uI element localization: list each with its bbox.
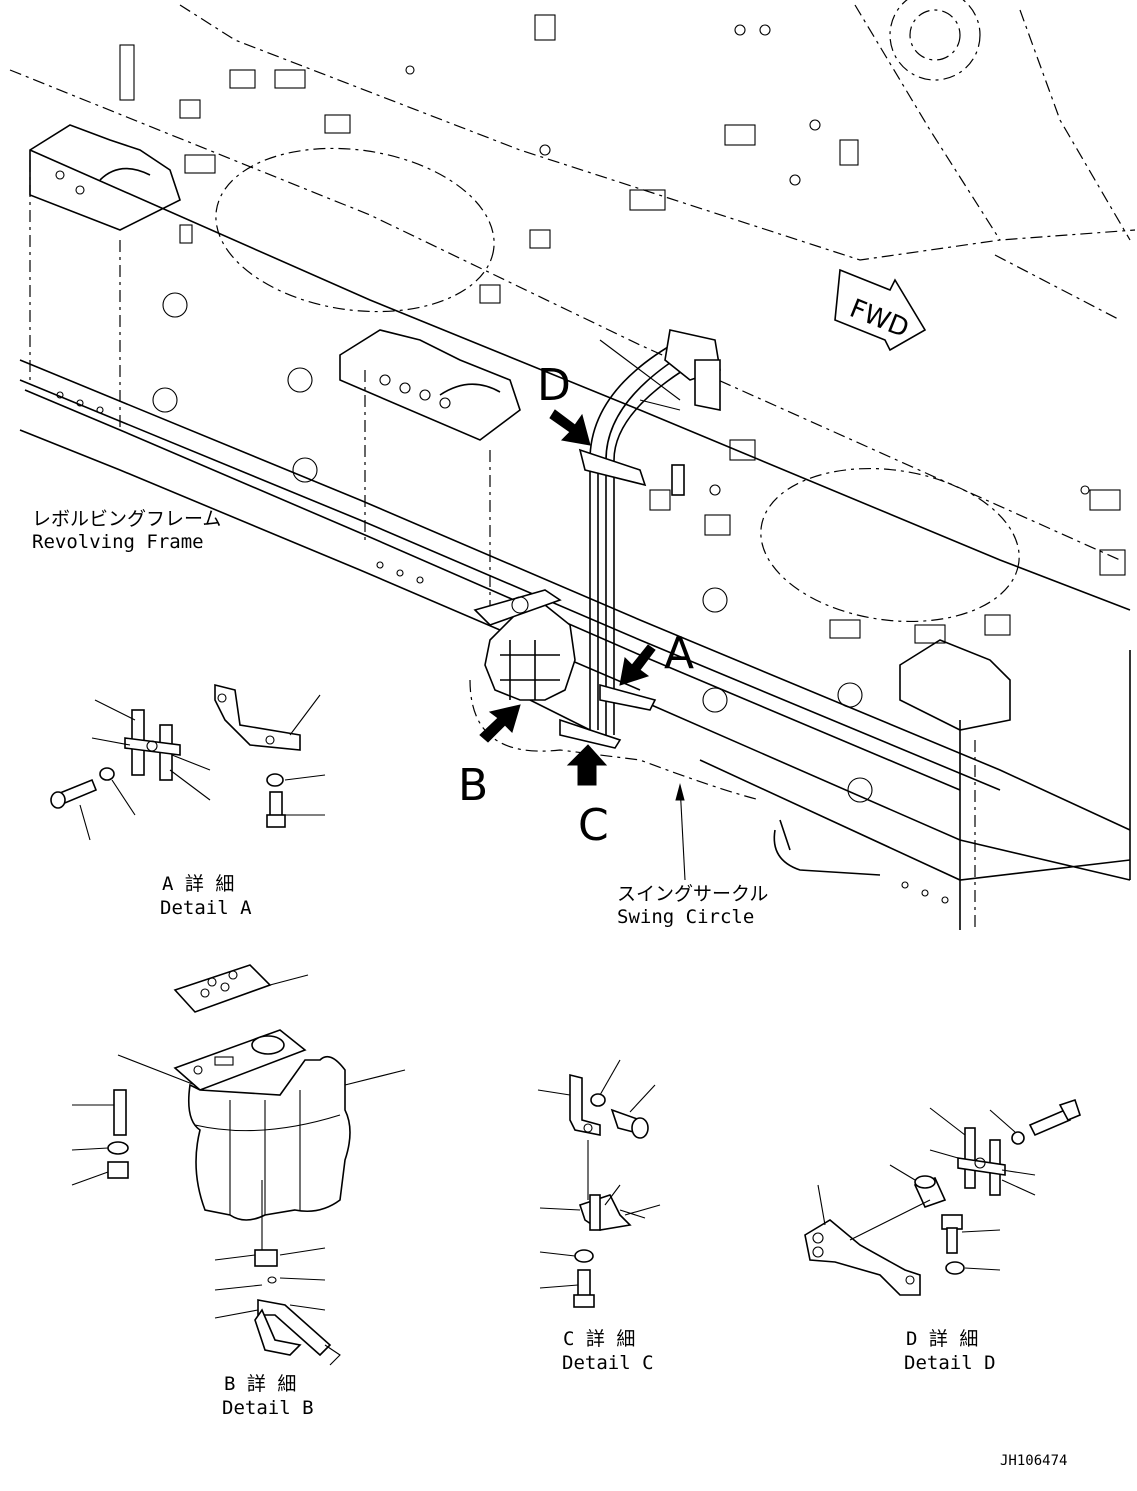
callout-b: B — [458, 704, 521, 811]
grease-hose-assembly — [529, 329, 721, 749]
lubricator-pinion — [473, 589, 576, 701]
callout-b-label: B — [458, 760, 488, 811]
callout-a: A — [619, 628, 694, 686]
detail-b-jp: B 詳 細 — [224, 1373, 296, 1395]
detail-c: C 詳 細 Detail C — [537, 1059, 661, 1374]
detail-d-jp: D 詳 細 — [906, 1328, 978, 1350]
detail-c-jp: C 詳 細 — [563, 1328, 635, 1350]
detail-d-en: Detail D — [904, 1352, 996, 1374]
drawing-number: JH106474 — [1000, 1453, 1067, 1469]
callout-c: C — [566, 744, 609, 851]
swing-circle-jp: スイングサークル — [617, 883, 768, 905]
swing-circle-en: Swing Circle — [617, 906, 754, 928]
callout-d: D — [537, 360, 591, 446]
frame-holes — [55, 170, 949, 904]
detail-c-en: Detail C — [562, 1352, 654, 1374]
callout-c-label: C — [578, 800, 609, 851]
revolving-frame-label: レボルビングフレーム Revolving Frame — [32, 508, 221, 553]
callout-a-label: A — [664, 628, 694, 679]
detail-b-en: Detail B — [222, 1397, 314, 1419]
swing-circle-label: スイングサークル Swing Circle — [617, 783, 768, 928]
detail-a-jp: A 詳 細 — [162, 873, 234, 895]
detail-a: A 詳 細 Detail A — [50, 683, 326, 919]
fwd-arrow-icon: FWD — [834, 268, 927, 352]
bolt-pads — [119, 14, 1126, 644]
revolving-frame-jp: レボルビングフレーム — [32, 508, 221, 530]
revolving-frame-en: Revolving Frame — [32, 531, 204, 553]
detail-a-en: Detail A — [160, 897, 252, 919]
callout-d-label: D — [537, 360, 571, 411]
detail-d: D 詳 細 Detail D — [804, 1098, 1081, 1374]
detail-b: B 詳 細 Detail B — [71, 964, 406, 1419]
revolving-frame — [9, 0, 1136, 930]
